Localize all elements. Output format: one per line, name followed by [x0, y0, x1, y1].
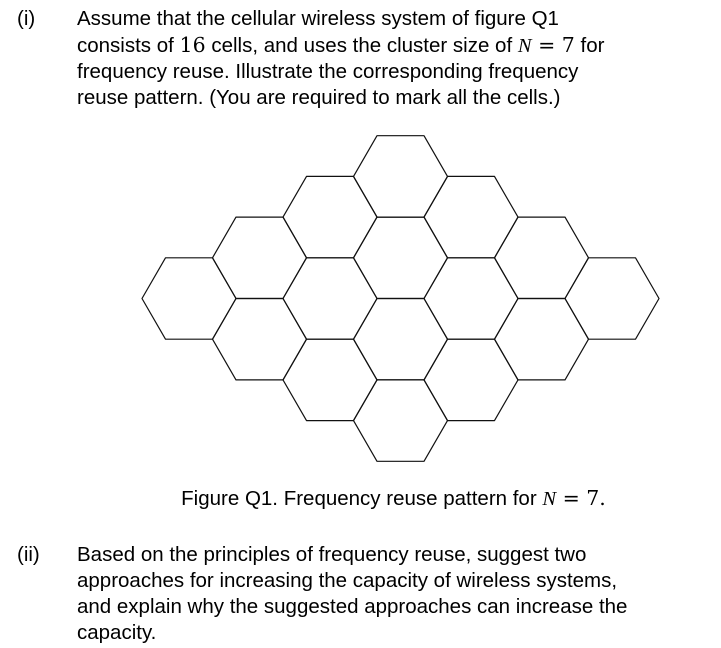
figure-caption-value: = 7. [556, 486, 606, 510]
part-i-label: (i) [17, 7, 36, 30]
hexagon-cell [423, 257, 519, 340]
cluster-size-variable: N [517, 35, 532, 57]
part-ii-line-2: approaches for increasing the capacity o… [77, 569, 618, 592]
part-ii-line-1: Based on the principles of frequency reu… [77, 543, 587, 566]
part-i-line-4: reuse pattern. (You are required to mark… [77, 86, 561, 109]
hexagon-cell [564, 257, 660, 340]
hexagon-cell [493, 297, 590, 381]
cluster-size-value: = 7 [531, 33, 575, 57]
figure-caption-variable: N [542, 488, 557, 510]
hexagon-cell [493, 216, 590, 300]
hexagon-cell [282, 175, 378, 259]
cell-count-number: 16 [179, 33, 206, 57]
hexagon-cell [352, 297, 449, 381]
part-ii-label: (ii) [17, 543, 40, 566]
part-i-line-1: Assume that the cellular wireless system… [77, 7, 559, 30]
figure-caption: Figure Q1. Frequency reuse pattern for N… [0, 485, 721, 512]
hexagon-cell [141, 257, 237, 340]
figure-caption-text: Figure Q1. Frequency reuse pattern for [181, 487, 543, 510]
hexagon-cell [282, 257, 378, 340]
part-i-line-2-mid: cells, and uses the cluster size of [205, 34, 518, 57]
part-ii-line-3: and explain why the suggested approaches… [77, 595, 628, 618]
part-ii-line-4: capacity. [77, 621, 157, 644]
hexagon-cell [423, 175, 519, 259]
part-i-line-2: consists of 16 cells, and uses the clust… [77, 32, 604, 59]
hexagon-cell [352, 135, 449, 218]
part-i-line-3: frequency reuse. Illustrate the correspo… [77, 60, 579, 83]
part-i-line-2-post: for [574, 34, 605, 57]
hexagon-cell [211, 216, 308, 300]
hexagon-cell [352, 216, 449, 300]
hexagon-cell [352, 379, 449, 462]
part-i-line-2-pre: consists of [77, 34, 180, 57]
hexagon-cell [211, 297, 308, 381]
part-ii-question: Based on the principles of frequency reu… [77, 542, 627, 646]
part-i-question: Assume that the cellular wireless system… [77, 6, 604, 111]
hexagon-cell [282, 338, 378, 422]
hexagon-cell [423, 338, 519, 422]
